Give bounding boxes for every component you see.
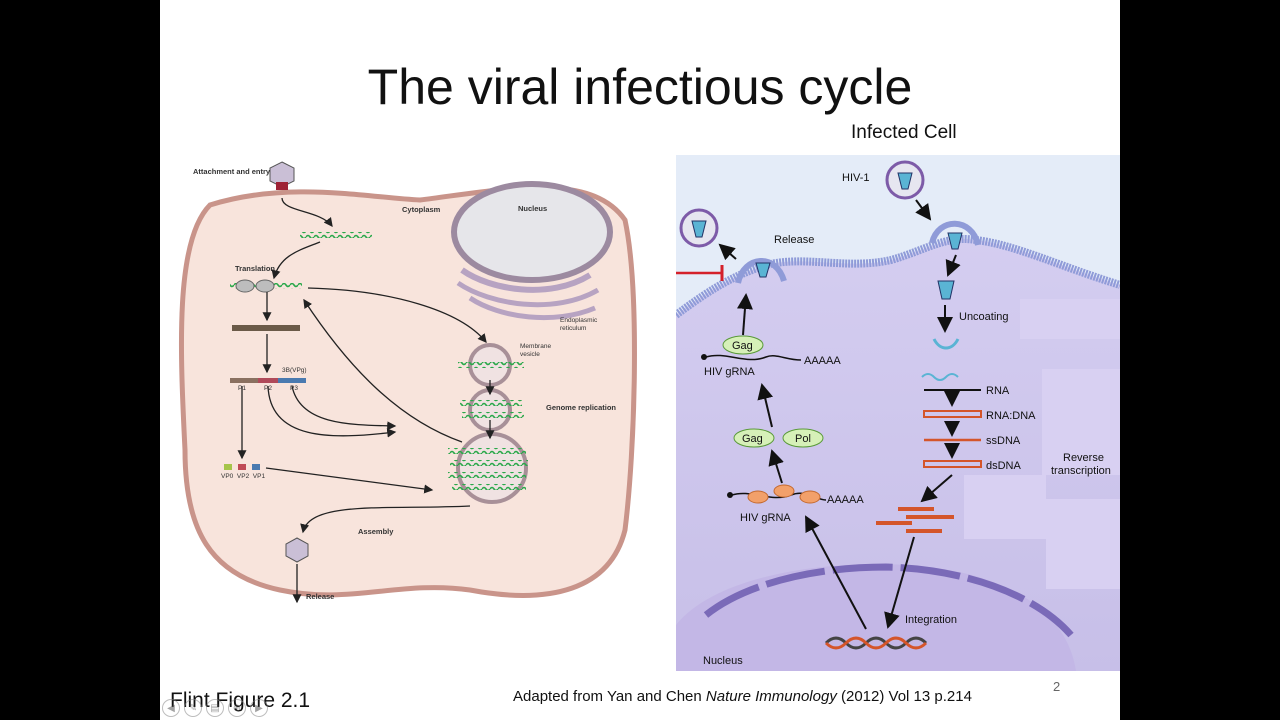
label-aaaaa-bottom: AAAAA (827, 494, 864, 506)
label-rna-dna: RNA:DNA (986, 410, 1036, 422)
cell-interior (676, 239, 1120, 671)
next-slide-icon[interactable]: ▶ (250, 699, 268, 717)
virion-bottom (285, 537, 309, 563)
credit-prefix: Adapted from Yan and Chen (513, 688, 706, 705)
label-reverse-1: Reverse (1063, 452, 1104, 464)
gag-oval-top (722, 335, 764, 355)
label-ssdna: ssDNA (986, 435, 1021, 447)
nucleus-shape-right (676, 564, 1076, 671)
er-shape (460, 267, 592, 293)
label-genome-replication: Genome replication (546, 403, 616, 412)
label-uncoating: Uncoating (959, 311, 1009, 323)
pen-icon[interactable]: ✎ (184, 699, 202, 717)
slide-title: The viral infectious cycle (367, 59, 913, 115)
label-release-right: Release (774, 234, 814, 246)
label-er-2: reticulum (560, 325, 586, 332)
slide-nav-toolbar: ◀ ✎ ▤ ⊕ ▶ (162, 698, 268, 718)
label-vp: VP0 VP2 VP1 (221, 473, 265, 480)
label-nucleus-right: Nucleus (703, 655, 743, 667)
label-gag-top: Gag (732, 340, 753, 352)
label-reverse-2: transcription (1051, 465, 1111, 477)
prev-slide-icon[interactable]: ◀ (162, 699, 180, 717)
label-attachment: Attachment and entry (193, 167, 271, 176)
hiv-cycle-diagram: HIV-1 Release Uncoating Gag HIV gRNA AAA… (676, 155, 1120, 671)
label-assembly: Assembly (358, 527, 394, 536)
label-hiv-grna-bottom: HIV gRNA (740, 512, 791, 524)
label-membrane-1: Membrane (520, 343, 551, 350)
label-p2: P2 (264, 385, 272, 392)
label-nucleus: Nucleus (518, 204, 547, 213)
label-hiv1: HIV-1 (842, 172, 870, 184)
credit-journal: Nature Immunology (705, 688, 837, 705)
figure-credit: Adapted from Yan and Chen Nature Immunol… (513, 688, 972, 705)
nucleus-shape (451, 181, 613, 283)
label-er-1: Endoplasmic (560, 317, 598, 324)
picornavirus-cycle-diagram: Attachment and entry Cytoplasm Nucleus T… (178, 161, 637, 604)
credit-suffix: (2012) Vol 13 p.214 (836, 688, 972, 705)
label-release-left: Release (306, 592, 334, 601)
label-gag-mid: Gag (742, 433, 763, 445)
label-p1: P1 (238, 385, 246, 392)
slides-icon[interactable]: ▤ (206, 699, 224, 717)
label-cytoplasm: Cytoplasm (402, 205, 441, 214)
pol-oval-mid (782, 428, 824, 448)
label-p3: P3 (290, 385, 298, 392)
label-membrane-2: vesicle (520, 351, 540, 358)
label-dsdna: dsDNA (986, 460, 1022, 472)
slide: The viral infectious cycle Infected Cell (160, 0, 1120, 720)
label-pol-mid: Pol (795, 433, 811, 445)
label-aaaaa-top: AAAAA (804, 355, 841, 367)
page-number: 2 (1053, 679, 1061, 694)
label-translation: Translation (235, 264, 275, 273)
label-rna: RNA (986, 385, 1010, 397)
zoom-icon[interactable]: ⊕ (228, 699, 246, 717)
label-vpg: 3B(VPg) (282, 367, 307, 374)
infected-cell-label: Infected Cell (851, 122, 957, 143)
gag-oval-mid (733, 428, 775, 448)
label-hiv-grna-top: HIV gRNA (704, 366, 755, 378)
label-integration: Integration (905, 614, 957, 626)
